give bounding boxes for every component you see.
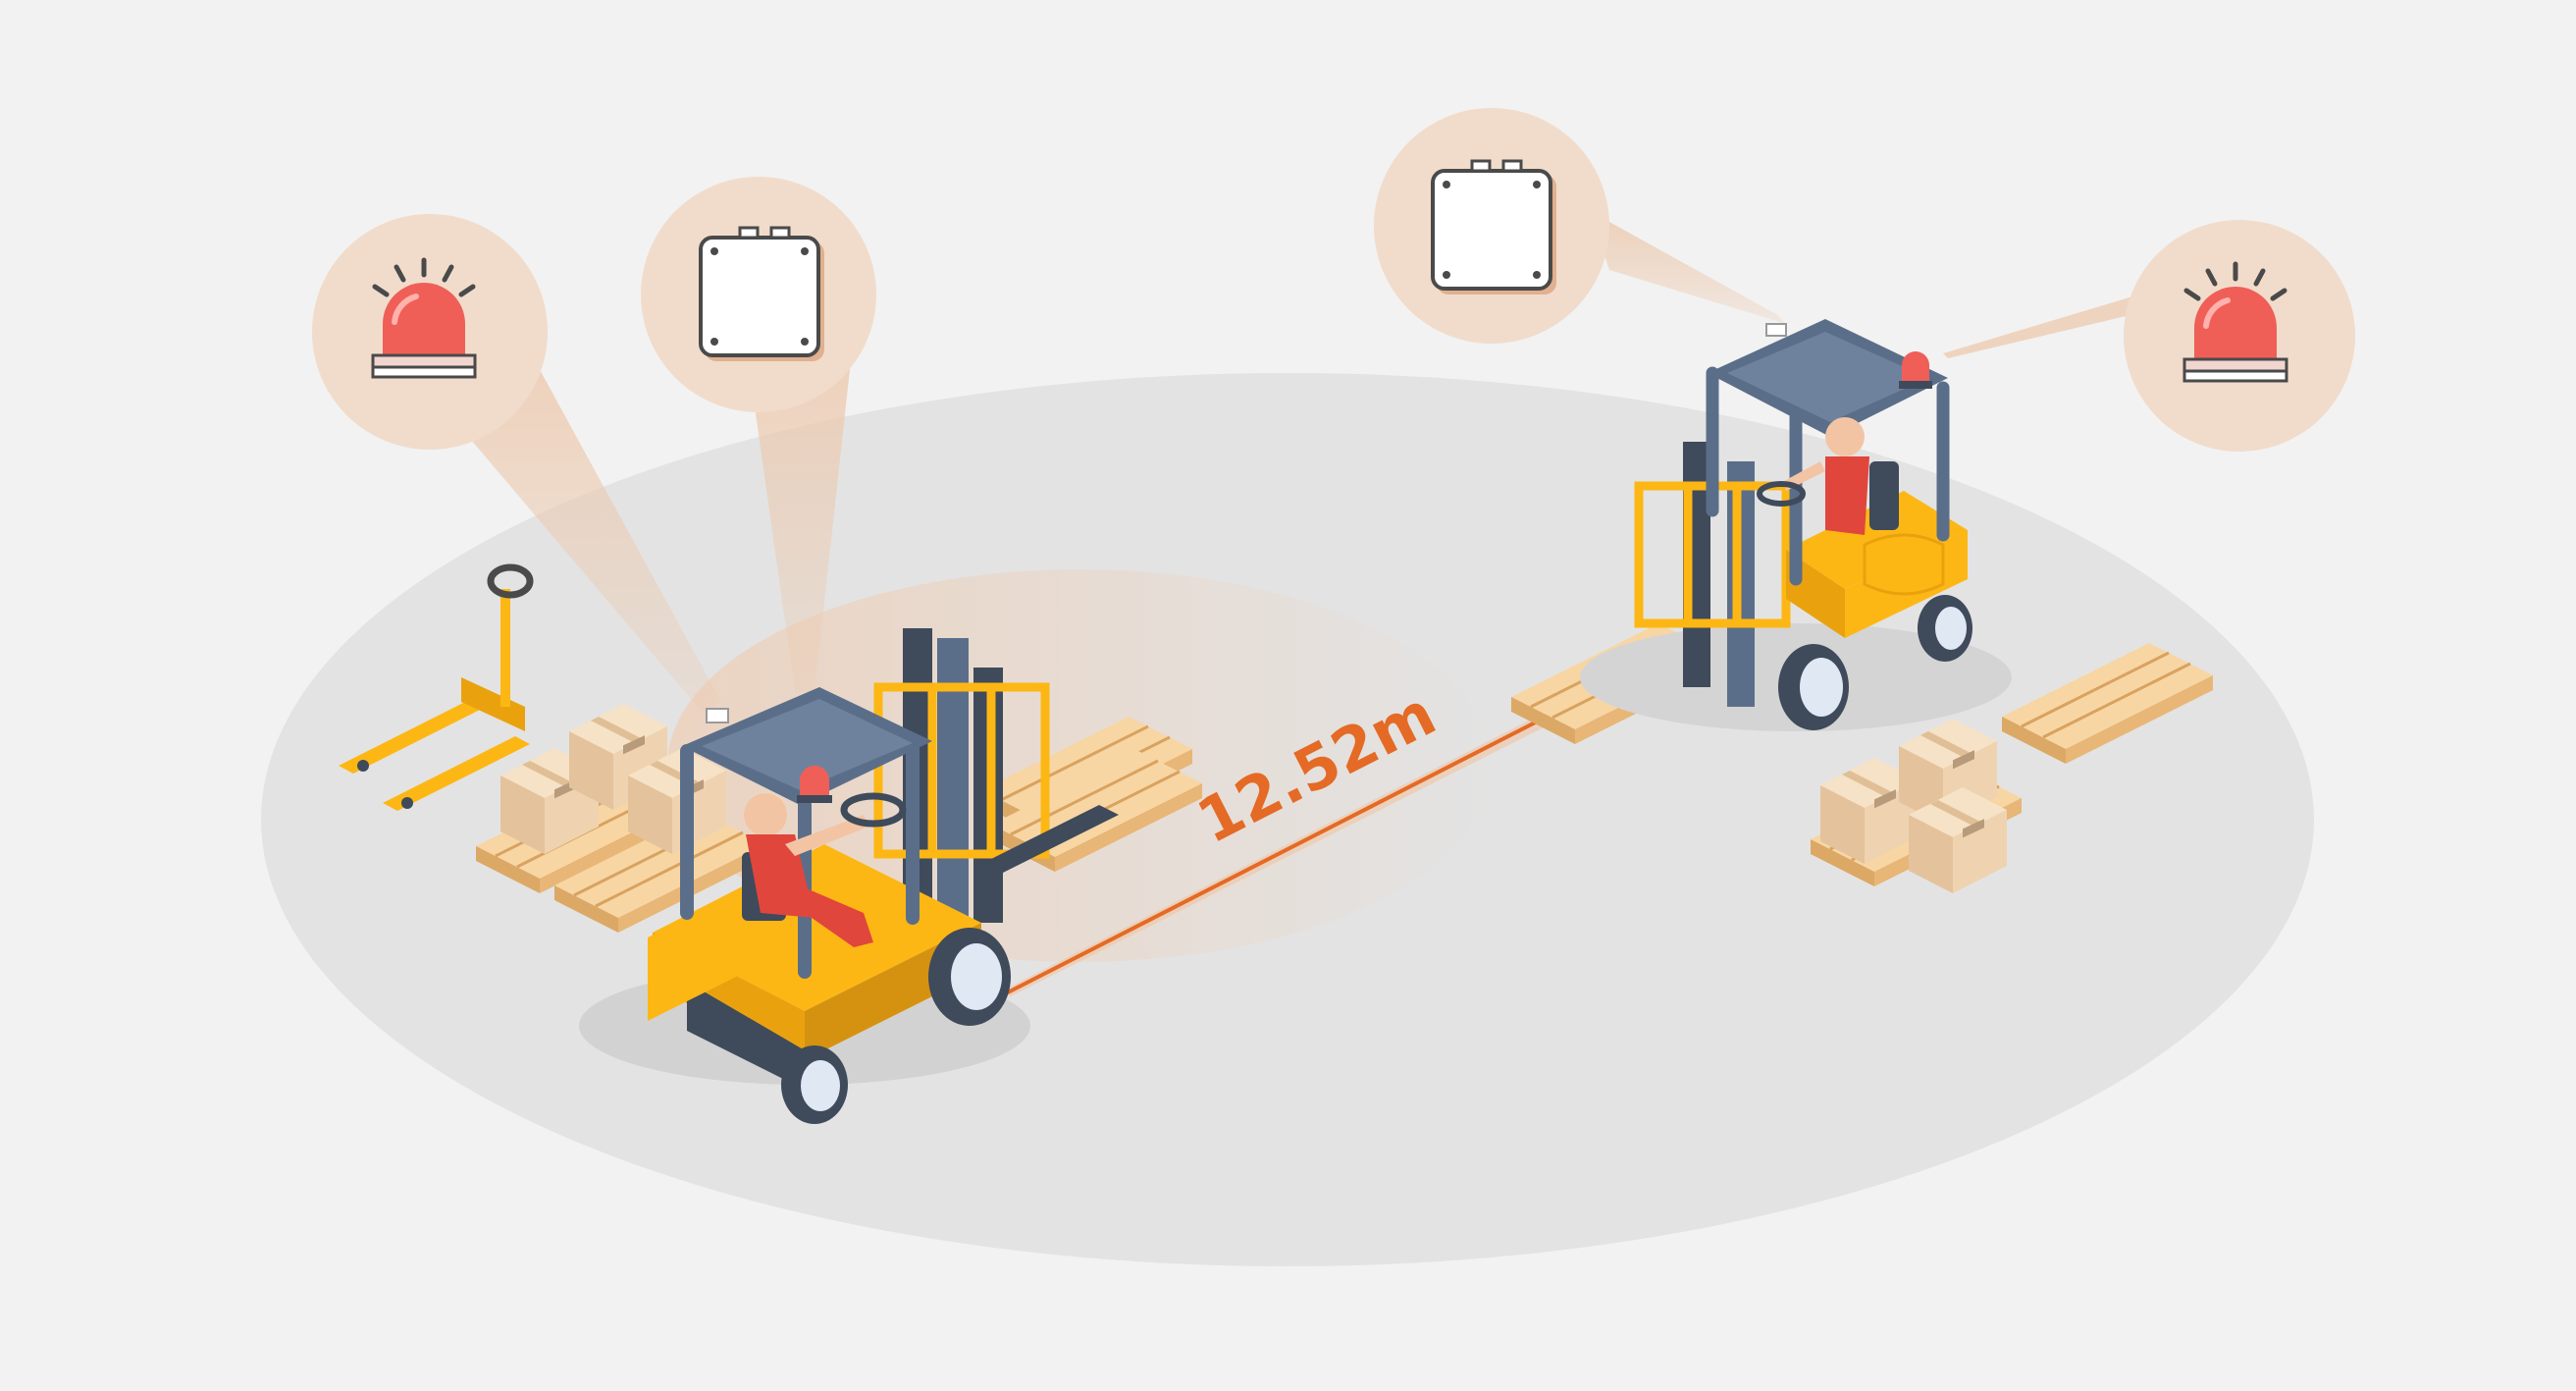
uwb-tag-device-icon <box>699 226 826 363</box>
forklift-right <box>1580 319 2012 731</box>
distance-line <box>1005 713 1551 995</box>
alarm-callout-left <box>312 214 548 450</box>
forklift-left <box>579 628 1119 1124</box>
tag-callout-left <box>641 177 876 412</box>
pallet-jack <box>339 563 534 811</box>
tag-callout-right <box>1374 108 1609 344</box>
alarm-callout-right <box>2124 220 2355 452</box>
uwb-tag-device-icon <box>1431 159 1558 296</box>
callout-beams <box>427 211 2139 712</box>
